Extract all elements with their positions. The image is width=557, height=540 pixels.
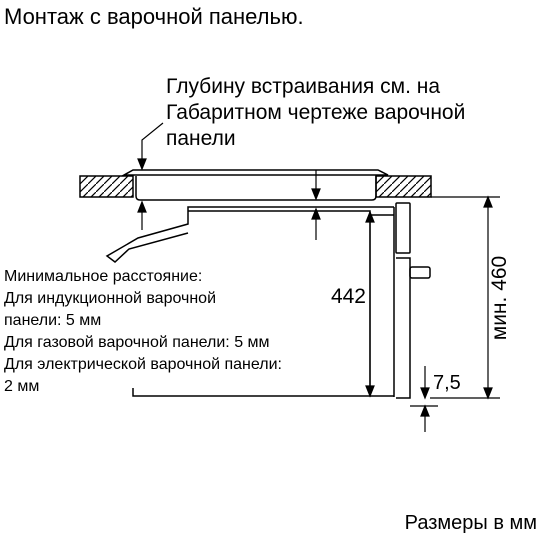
worktop-left <box>79 175 134 198</box>
height-value: мин. 460 <box>488 256 511 340</box>
minimal-line: Для электрической варочной панели: <box>4 356 282 373</box>
gap-arrow-middle <box>311 170 321 240</box>
depth-note-line: Габаритном чертеже варочной <box>166 101 466 124</box>
hob <box>121 169 389 201</box>
depth-dimension <box>365 210 375 398</box>
depth-note: Глубину встраивания см. на Габаритном че… <box>166 74 465 152</box>
minimal-line: 2 мм <box>4 378 40 395</box>
depth-note-line: панели <box>166 127 236 150</box>
height-dimension <box>430 195 500 400</box>
minimal-line: панели: 5 мм <box>4 312 102 329</box>
worktop-right <box>375 175 432 198</box>
depth-value: 442 <box>331 285 366 308</box>
units-label: Размеры в мм <box>404 512 537 534</box>
minimal-line: Для индукционной варочной <box>4 290 217 307</box>
oven-door <box>395 202 431 399</box>
depth-note-line: Глубину встраивания см. на <box>166 75 441 98</box>
minimal-line: Минимальное расстояние: <box>4 268 203 285</box>
gap-dimension <box>410 366 438 432</box>
minimal-line: Для газовой варочной панели: 5 мм <box>4 334 270 351</box>
page-title: Монтаж с варочной панелью. <box>4 4 304 29</box>
gap-arrow-left <box>137 200 147 230</box>
depth-note-arrow <box>137 122 164 171</box>
gap-value: 7,5 <box>433 372 461 394</box>
minimal-distance-note: Минимальное расстояние: Для индукционной… <box>4 266 282 398</box>
